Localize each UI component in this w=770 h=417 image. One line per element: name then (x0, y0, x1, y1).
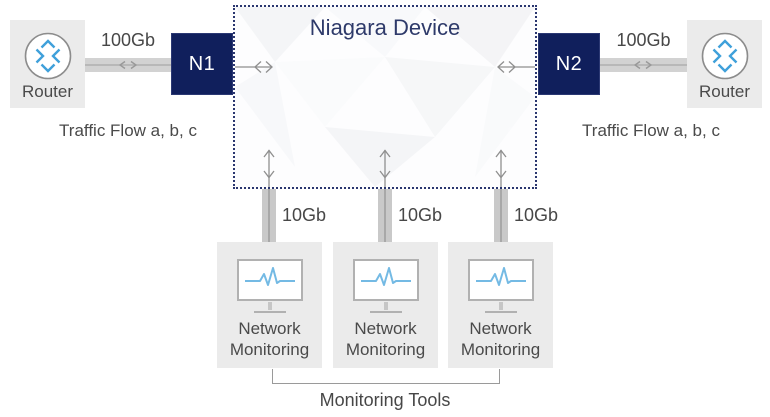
monitoring-tools-label: Monitoring Tools (319, 390, 451, 410)
left-router-label: Router (21, 82, 74, 101)
monitor-link-1 (262, 189, 276, 242)
right-traffic-flow-label: Traffic Flow a, b, c (582, 121, 720, 140)
port-n2: N2 (538, 33, 600, 95)
network-monitoring-label: Network Monitoring (345, 319, 426, 359)
monitor-link-3-speed-label: 10Gb (514, 205, 559, 225)
left-traffic-flow-label: Traffic Flow a, b, c (59, 121, 197, 140)
niagara-device-title: Niagara Device (309, 15, 461, 40)
monitor-link-1-speed-label: 10Gb (282, 205, 327, 225)
port-n1: N1 (171, 33, 233, 95)
left-router-box: Router (10, 20, 85, 108)
network-monitoring-box-1: Network Monitoring (217, 242, 322, 368)
left-link-speed-label: 100Gb (100, 30, 156, 50)
right-link (600, 58, 687, 72)
port-n1-label: N1 (188, 52, 216, 75)
network-monitoring-label: Network Monitoring (460, 319, 541, 359)
bidirectional-arrow-icon (85, 60, 171, 70)
right-router-label: Router (698, 82, 751, 101)
right-link-speed-label: 100Gb (616, 30, 671, 50)
right-router-box: Router (687, 20, 762, 108)
monitor-link-2 (378, 189, 392, 242)
network-monitoring-label: Network Monitoring (229, 319, 310, 359)
lowpoly-texture-and-arrows (235, 7, 535, 187)
network-monitoring-box-3: Network Monitoring (448, 242, 553, 368)
left-link (85, 58, 171, 72)
router-icon (24, 32, 71, 80)
niagara-device-box: Niagara Device (233, 5, 537, 189)
monitor-pulse-icon (352, 259, 419, 313)
router-icon (701, 32, 748, 80)
monitor-link-2-speed-label: 10Gb (398, 205, 443, 225)
bidirectional-arrow-icon (600, 60, 687, 70)
monitor-pulse-icon (467, 259, 534, 313)
monitor-link-3 (494, 189, 508, 242)
port-n2-label: N2 (555, 52, 583, 75)
monitoring-tools-bracket (272, 369, 500, 384)
monitor-pulse-icon (236, 259, 303, 313)
network-monitoring-box-2: Network Monitoring (333, 242, 438, 368)
